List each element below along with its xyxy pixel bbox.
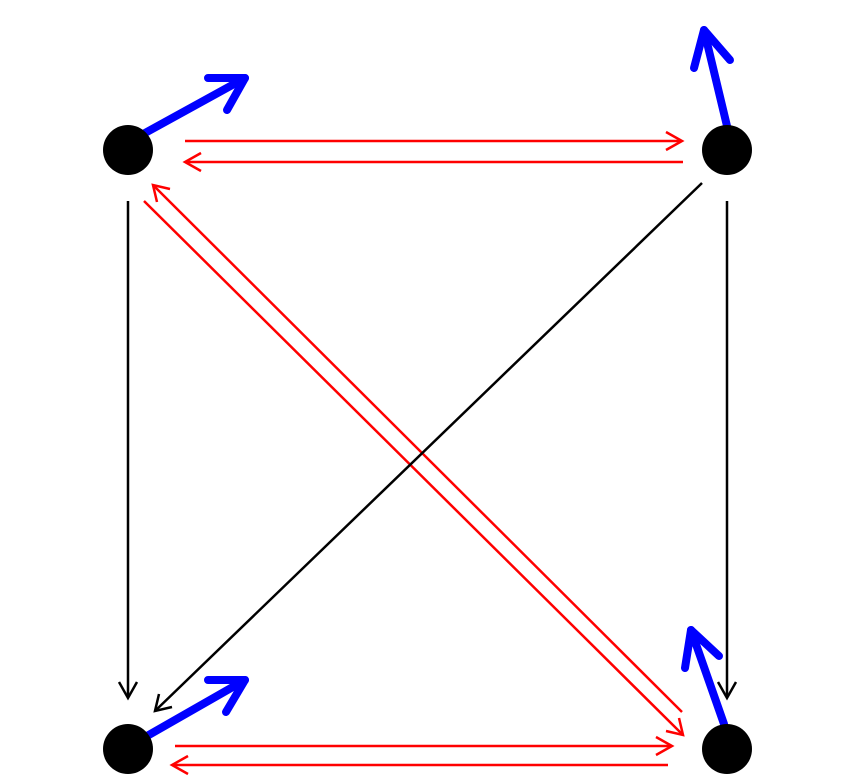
node-top-left: [103, 125, 153, 175]
red-edge-bottom-right-to-top-left: [151, 183, 683, 713]
red-edge-top-right-to-top-left: [182, 151, 683, 173]
black-edge-top-right-to-bottom-right: [716, 201, 738, 701]
blue-vector-bottom-left: [143, 676, 249, 740]
blue-vector-top-left: [141, 74, 249, 137]
red-edge-bottom-right-to-bottom-left: [169, 754, 668, 776]
red-edge-bottom-left-to-bottom-right: [175, 735, 675, 757]
black-edge-top-left-to-bottom-left: [117, 201, 139, 701]
red-edge-top-left-to-top-right: [185, 130, 685, 152]
node-bottom-left: [103, 724, 153, 774]
blue-vector-top-right: [690, 26, 734, 130]
black-edge-top-right-to-bottom-left: [153, 182, 703, 713]
node-bottom-right: [702, 724, 752, 774]
node-top-right: [702, 125, 752, 175]
blue-vector-bottom-right: [681, 626, 728, 728]
red-edge-top-left-to-bottom-right: [143, 200, 685, 737]
